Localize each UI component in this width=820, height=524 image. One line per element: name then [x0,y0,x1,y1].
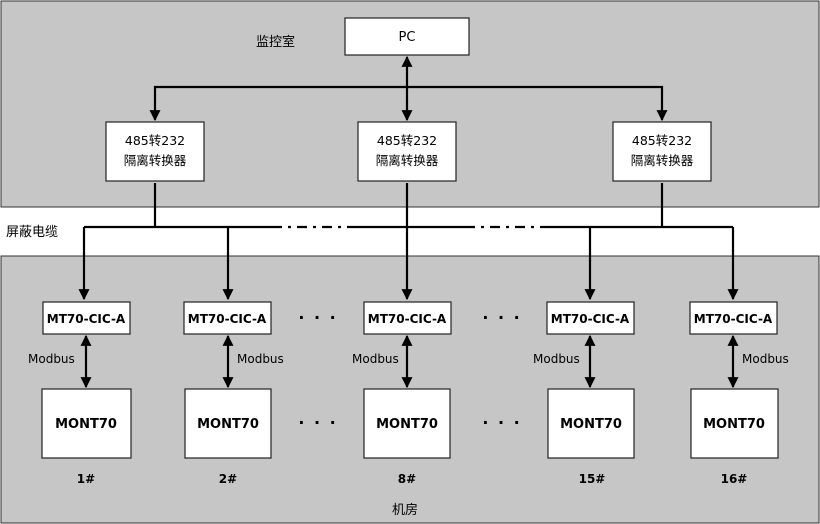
modbus-label: Modbus [742,352,789,366]
modbus-label: Modbus [533,352,580,366]
control-room-label: 监控室 [256,34,295,50]
converter-line2: 隔离转换器 [376,153,439,168]
converter-right: 485转232 隔离转换器 [612,121,712,182]
converter-center: 485转232 隔离转换器 [357,121,457,182]
pc-bus-left [149,85,407,122]
modbus-label: Modbus [352,352,399,366]
pc-bus-right [407,85,668,122]
cable-label: 屏蔽电缆 [6,224,58,240]
module-2: MT70-CIC-A [183,301,272,335]
machine-room-label: 机房 [392,502,418,518]
module-16: MT70-CIC-A [689,301,778,335]
module-label: MT70-CIC-A [47,312,126,326]
meter-1: MONT70 [41,388,132,459]
module-8: MT70-CIC-A [363,301,452,335]
ellipsis: · · · [482,413,521,432]
module-label: MT70-CIC-A [694,312,773,326]
pc-label: PC [399,30,416,45]
converter-left: 485转232 隔离转换器 [105,121,205,182]
converter-line1: 485转232 [377,133,437,148]
unit-number: 2# [219,472,237,486]
ellipsis: · · · [298,308,337,327]
modbus-label: Modbus [28,352,75,366]
module-label: MT70-CIC-A [368,312,447,326]
unit-number: 8# [398,472,416,486]
meter-label: MONT70 [197,417,259,432]
meter-8: MONT70 [363,388,451,459]
meter-2: MONT70 [184,388,272,459]
ellipsis: · · · [482,308,521,327]
module-label: MT70-CIC-A [188,312,267,326]
meter-label: MONT70 [55,417,117,432]
converter-line2: 隔离转换器 [631,153,694,168]
converter-line1: 485转232 [125,133,185,148]
meter-15: MONT70 [547,388,635,459]
unit-number: 16# [721,472,748,486]
meter-label: MONT70 [376,417,438,432]
converter-line1: 485转232 [632,133,692,148]
pc-box [344,17,470,56]
module-label: MT70-CIC-A [551,312,630,326]
meter-label: MONT70 [703,417,765,432]
ellipsis: · · · [298,413,337,432]
meter-16: MONT70 [690,388,779,459]
modbus-label: Modbus [237,352,284,366]
unit-number: 15# [579,472,606,486]
unit-number: 1# [77,472,95,486]
module-1: MT70-CIC-A [42,301,131,335]
module-15: MT70-CIC-A [546,301,635,335]
meter-label: MONT70 [560,417,622,432]
converter-line2: 隔离转换器 [124,153,187,168]
